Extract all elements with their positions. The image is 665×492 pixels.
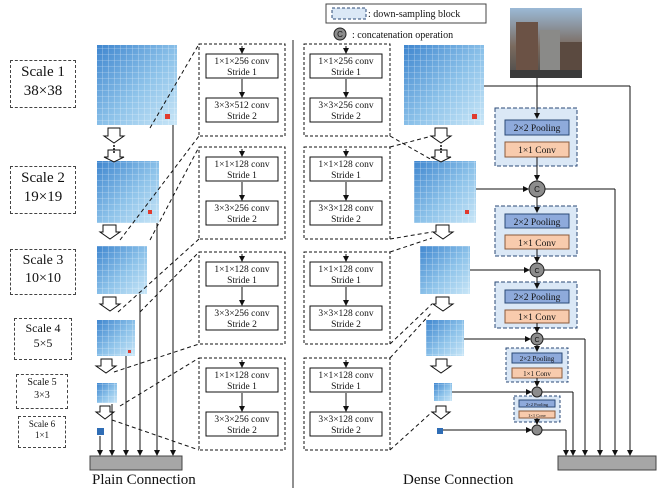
dense-conv-text: 1×1×256 conv Stride 1 3×3×256 conv Strid… <box>318 57 374 436</box>
svg-text:Stride 1: Stride 1 <box>331 171 361 181</box>
downsampling-block-legend-icon <box>331 7 367 20</box>
svg-text:1×1×128 conv: 1×1×128 conv <box>214 160 270 170</box>
svg-text:1×1 Conv: 1×1 Conv <box>518 146 556 156</box>
scale-6-label: Scale 6 1×1 <box>18 416 66 448</box>
concat-legend-symbol: C <box>337 30 343 39</box>
svg-text:Stride 2: Stride 2 <box>227 215 257 225</box>
svg-text:Stride 2: Stride 2 <box>331 426 361 436</box>
plain-output-lines <box>97 125 176 456</box>
dense-output-lines <box>563 86 633 456</box>
svg-text:1×1×128 conv: 1×1×128 conv <box>318 371 374 381</box>
scale-5-label: Scale 5 3×3 <box>16 374 68 409</box>
scale-1-label: Scale 1 38×38 <box>10 60 76 108</box>
plain-featuremap-6 <box>97 428 104 435</box>
svg-text:3×3×256 conv: 3×3×256 conv <box>214 204 270 214</box>
plain-output-bar <box>89 455 183 471</box>
svg-text:3×3×256 conv: 3×3×256 conv <box>214 309 270 319</box>
svg-text:Stride 2: Stride 2 <box>331 320 361 330</box>
svg-text:1×1 Conv: 1×1 Conv <box>523 370 551 378</box>
concat-node-5 <box>531 424 543 436</box>
svg-text:1×1×128 conv: 1×1×128 conv <box>214 265 270 275</box>
dense-featuremap-6 <box>437 428 443 434</box>
dense-flow-arrows <box>443 78 630 433</box>
legend: : down-sampling block C : concatenation … <box>325 3 487 41</box>
svg-text:C: C <box>534 268 539 275</box>
plain-featuremaps <box>97 45 177 435</box>
svg-text:1×1×128 conv: 1×1×128 conv <box>318 265 374 275</box>
svg-text:C: C <box>534 337 539 344</box>
svg-text:2×2 Pooling: 2×2 Pooling <box>526 402 549 407</box>
downsampling-legend-label: : down-sampling block <box>368 9 460 20</box>
concat-nodes: C C C <box>528 180 546 436</box>
svg-text:1×1×128 conv: 1×1×128 conv <box>214 371 270 381</box>
svg-text:Stride 2: Stride 2 <box>331 112 361 122</box>
svg-text:1×1 Conv: 1×1 Conv <box>518 239 556 249</box>
svg-text:Stride 1: Stride 1 <box>227 276 257 286</box>
plain-connection-caption: Plain Connection <box>92 472 196 488</box>
svg-text:1×1×256 conv: 1×1×256 conv <box>214 57 270 67</box>
svg-text:2×2 Pooling: 2×2 Pooling <box>514 124 561 134</box>
svg-text:1×1×256 conv: 1×1×256 conv <box>318 57 374 67</box>
svg-text:3×3×128 conv: 3×3×128 conv <box>318 204 374 214</box>
svg-text:1×1×128 conv: 1×1×128 conv <box>318 160 374 170</box>
svg-text:C: C <box>534 185 540 194</box>
svg-text:3×3×256 conv: 3×3×256 conv <box>214 415 270 425</box>
plain-dots <box>113 145 115 153</box>
concat-legend-icon <box>333 27 347 41</box>
dense-dots <box>440 145 442 153</box>
scale-3-label: Scale 3 10×10 <box>10 249 76 295</box>
svg-text:3×3×128 conv: 3×3×128 conv <box>318 415 374 425</box>
svg-text:1×1 Conv: 1×1 Conv <box>518 313 556 323</box>
svg-text:Stride 1: Stride 1 <box>227 171 257 181</box>
svg-text:2×2 Pooling: 2×2 Pooling <box>520 355 555 363</box>
svg-text:Stride 2: Stride 2 <box>227 426 257 436</box>
dense-output-bar <box>557 455 657 471</box>
concat-node-4 <box>531 386 543 398</box>
plain-conv-boxes <box>198 43 286 451</box>
svg-text:Stride 1: Stride 1 <box>331 382 361 392</box>
svg-text:Stride 1: Stride 1 <box>331 276 361 286</box>
input-image <box>510 8 582 78</box>
svg-text:1×1 Conv: 1×1 Conv <box>528 413 547 418</box>
concat-legend-label: : concatenation operation <box>352 30 453 41</box>
svg-text:Stride 2: Stride 2 <box>227 320 257 330</box>
dense-connectors <box>389 135 433 451</box>
dense-connection-caption: Dense Connection <box>403 472 514 488</box>
plain-block-arrows <box>94 127 126 420</box>
svg-text:3×3×512 conv: 3×3×512 conv <box>214 101 270 111</box>
svg-text:Stride 2: Stride 2 <box>331 215 361 225</box>
dense-conv-boxes <box>303 43 391 451</box>
svg-text:2×2 Pooling: 2×2 Pooling <box>514 293 561 303</box>
svg-text:Stride 2: Stride 2 <box>227 112 257 122</box>
dense-featuremaps <box>404 45 484 434</box>
svg-text:2×2 Pooling: 2×2 Pooling <box>514 218 561 228</box>
svg-text:Stride 1: Stride 1 <box>227 68 257 78</box>
svg-text:3×3×256 conv: 3×3×256 conv <box>318 101 374 111</box>
scale-4-label: Scale 4 5×5 <box>14 318 72 360</box>
svg-text:3×3×128 conv: 3×3×128 conv <box>318 309 374 319</box>
svg-text:Stride 1: Stride 1 <box>331 68 361 78</box>
dense-block-arrows <box>429 127 455 420</box>
scale-2-label: Scale 2 19×19 <box>10 166 76 214</box>
plain-conv-text: 1×1×256 conv Stride 1 3×3×512 conv Strid… <box>214 57 270 436</box>
svg-text:Stride 1: Stride 1 <box>227 382 257 392</box>
